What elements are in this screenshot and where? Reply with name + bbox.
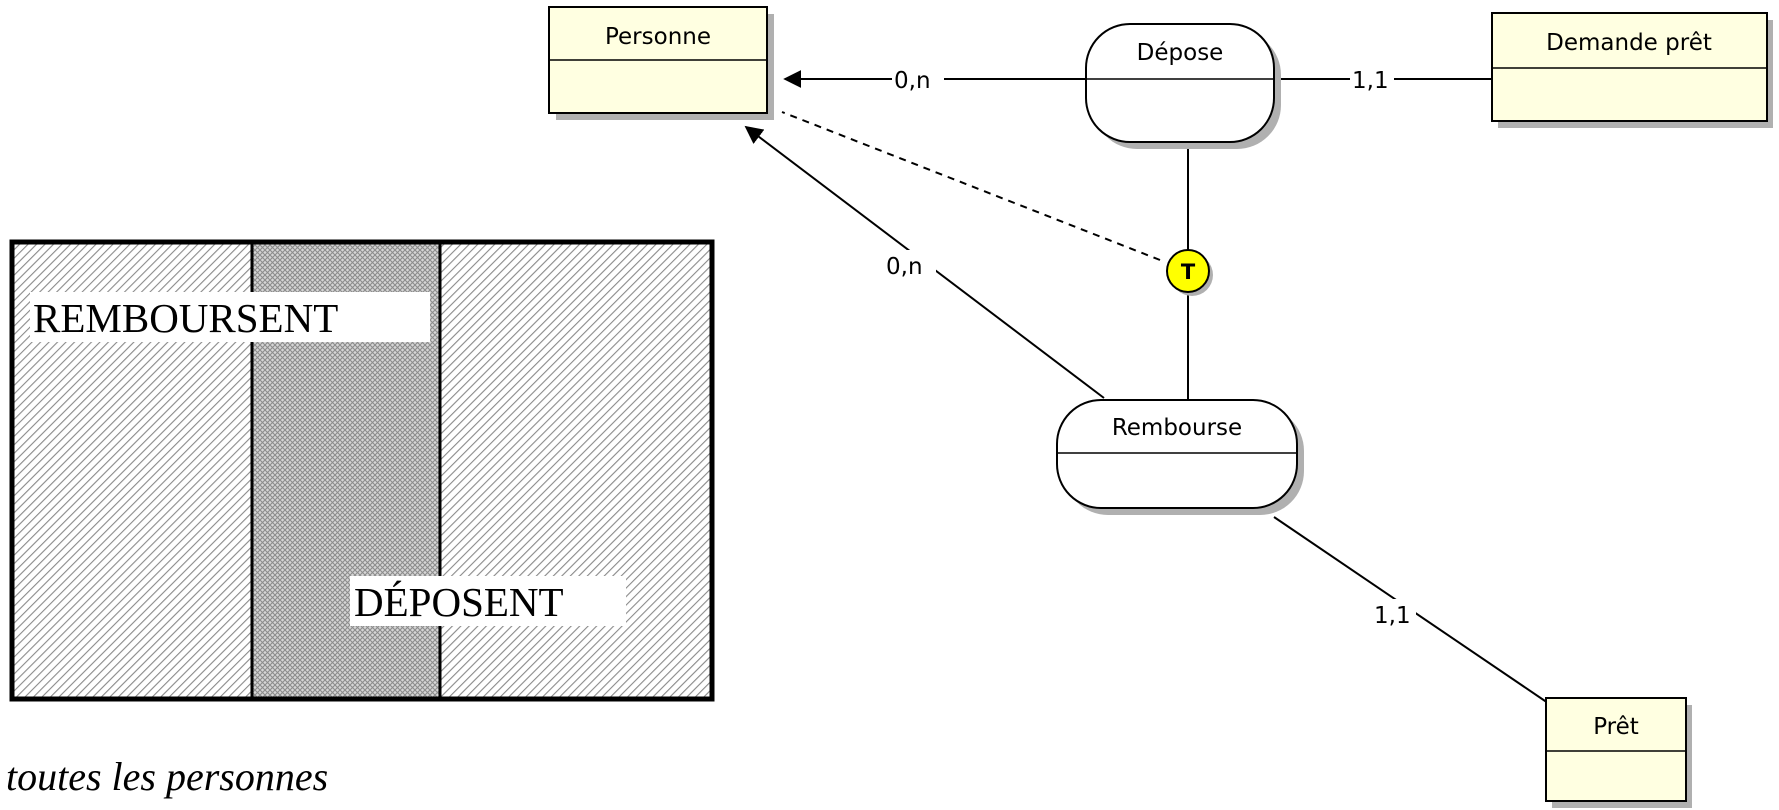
entity-pret-name: Prêt	[1593, 714, 1639, 740]
entity-personne[interactable]: Personne	[548, 6, 774, 120]
entity-personne-name: Personne	[605, 24, 711, 50]
constraint-total-label: T	[1181, 260, 1196, 284]
association-rembourse[interactable]: Rembourse	[1056, 399, 1304, 515]
entity-demande-pret-name: Demande prêt	[1546, 30, 1712, 56]
link-constraint-personne	[781, 111, 1161, 261]
set-diagram: REMBOURSENT DÉPOSENT toutes les personne…	[6, 239, 715, 799]
set-frame	[9, 239, 715, 702]
relationship-lines	[744, 70, 1549, 704]
cardinality-rembourse-pret: 1,1	[1374, 603, 1411, 629]
label-background-depose	[350, 576, 626, 626]
set-label-remboursent: REMBOURSENT	[33, 295, 338, 341]
cardinality-depose-personne: 0,n	[894, 68, 931, 94]
universe-caption: toutes les personnes	[6, 754, 328, 799]
entity-pret[interactable]: Prêt	[1545, 697, 1692, 808]
association-depose-name: Dépose	[1137, 40, 1224, 66]
cardinality-depose-demande: 1,1	[1352, 68, 1389, 94]
entity-demande-pret[interactable]: Demande prêt	[1491, 12, 1773, 128]
set-label-deposent: DÉPOSENT	[354, 579, 564, 625]
set-region-depose-only	[440, 242, 712, 699]
constraint-total[interactable]: T	[1166, 249, 1213, 296]
association-depose[interactable]: Dépose	[1085, 23, 1281, 149]
association-rembourse-name: Rembourse	[1112, 415, 1242, 441]
label-background-rembourse	[30, 292, 430, 342]
cardinalities: 0,n 1,1 0,n 1,1	[884, 64, 1416, 629]
cardinality-rembourse-personne: 0,n	[886, 254, 923, 280]
